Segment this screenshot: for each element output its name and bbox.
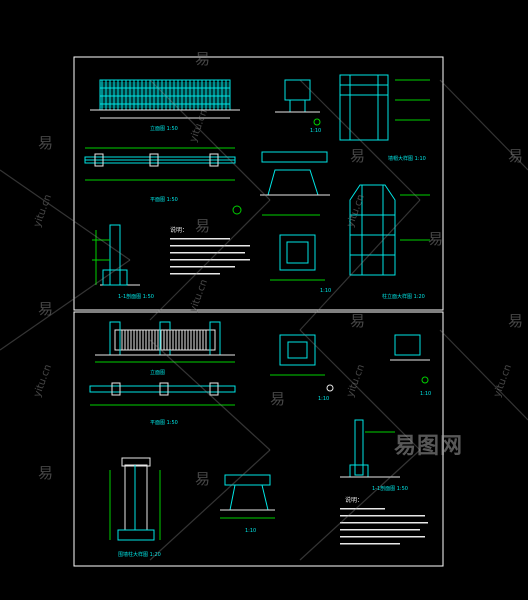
watermark-char-9: 易 xyxy=(350,312,366,330)
top-section-drawing xyxy=(92,224,140,286)
bottom-elevation-drawing xyxy=(95,321,235,363)
bottom-sheet-frame xyxy=(73,311,444,567)
top-detail-c xyxy=(270,234,325,281)
top-notes-heading: 说明： xyxy=(170,226,188,234)
top-detail-b xyxy=(260,151,330,216)
top-sheet-frame xyxy=(73,56,444,311)
top-pier-top-title: 墙帽大样图 1:10 xyxy=(388,155,426,162)
top-plan-drawing xyxy=(84,147,236,181)
top-pier-detail xyxy=(349,184,430,276)
top-detail-a xyxy=(275,79,321,126)
top-detail-c-scale: 1:10 xyxy=(320,288,331,294)
watermark-char-10: 易 xyxy=(428,230,444,248)
watermark-char-3: 易 xyxy=(38,464,54,482)
watermark-char-8: 易 xyxy=(350,147,366,165)
watermark-char-6: 易 xyxy=(195,470,211,488)
top-elevation-title: 立面图 1:50 xyxy=(150,125,178,132)
bottom-pier-detail xyxy=(109,457,161,541)
bottom-detail-b-scale: 1:10 xyxy=(245,528,256,534)
watermark-char-2: 易 xyxy=(38,300,54,318)
top-pier-top-detail xyxy=(339,74,430,141)
bottom-detail-b xyxy=(220,474,275,519)
watermark-char-1: 易 xyxy=(38,134,54,152)
watermark-char-12: 易 xyxy=(508,312,524,330)
top-pier-detail-title: 柱立面大样图 1:20 xyxy=(382,293,425,300)
top-detail-a-scale: 1:10 xyxy=(310,128,321,134)
bottom-section-title: 1-1剖面图 1:50 xyxy=(372,485,408,492)
bottom-plan-drawing xyxy=(89,382,236,406)
top-elevation-drawing xyxy=(90,79,240,119)
bottom-notes-block: 说明： xyxy=(340,496,428,545)
watermark-char-11: 易 xyxy=(508,147,524,165)
watermark-char-7: 易 xyxy=(270,390,286,408)
top-plan-title: 平面图 1:50 xyxy=(150,197,178,203)
bottom-plan-title: 平面图 1:50 xyxy=(150,420,178,426)
top-notes-block: 说明： xyxy=(170,226,250,275)
bottom-pier-detail-title: 围墙柱大样图 1:20 xyxy=(118,551,161,558)
bottom-detail-a xyxy=(270,334,334,392)
bottom-detail-a-scale: 1:10 xyxy=(318,396,329,402)
watermark-char-4: 易 xyxy=(195,50,211,68)
bottom-notes-heading: 说明： xyxy=(345,496,363,504)
bottom-detail-c xyxy=(390,334,430,384)
top-section-title: 1-1剖面图 1:50 xyxy=(118,293,154,300)
bottom-section-drawing xyxy=(340,419,400,478)
watermark-lines xyxy=(0,79,528,561)
bottom-elevation-title: 立面图 xyxy=(150,369,165,376)
watermark-logo: 易图网 xyxy=(394,434,464,459)
watermark-char-5: 易 xyxy=(195,217,211,235)
bottom-detail-c-scale: 1:10 xyxy=(420,391,431,397)
